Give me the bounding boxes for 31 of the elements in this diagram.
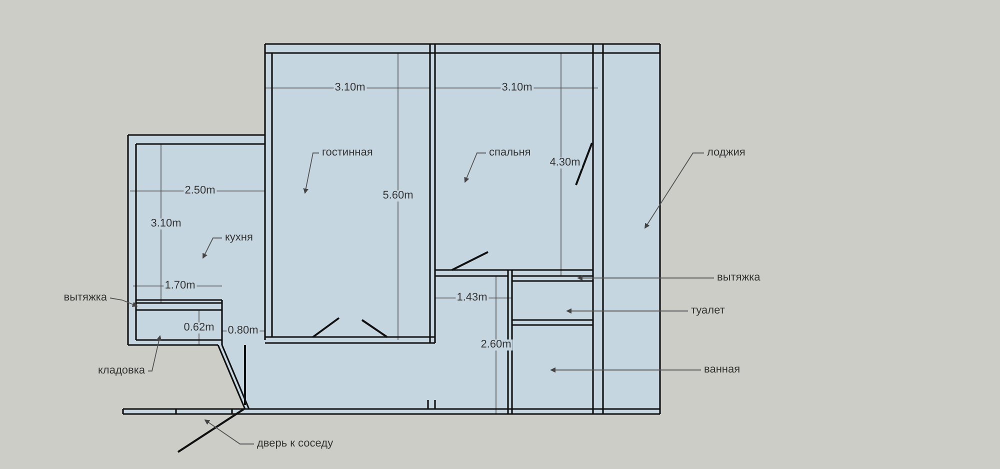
dimension-label: 0.62m bbox=[182, 322, 216, 334]
dimension-label: 2.50m bbox=[184, 186, 216, 196]
dimension-label: 5.60m bbox=[382, 190, 414, 202]
dimension-label: 0.80m bbox=[226, 326, 260, 336]
dimension-label: 3.10m bbox=[150, 218, 182, 230]
room-label: вытяжка bbox=[717, 272, 760, 284]
leader-line bbox=[464, 152, 486, 183]
dimension-label: 4.30m bbox=[548, 158, 582, 168]
dimension-label: 1.43m bbox=[456, 292, 488, 304]
room-label: туалет bbox=[691, 306, 725, 316]
leader-line bbox=[577, 275, 714, 281]
dimension-label: 2.60m bbox=[480, 340, 512, 350]
room-label: дверь к соседу bbox=[257, 438, 334, 450]
leader-line bbox=[202, 238, 222, 259]
leader-line bbox=[303, 152, 320, 194]
leader-line bbox=[644, 152, 704, 229]
room-label: кладовка bbox=[98, 366, 145, 376]
leader-line bbox=[550, 367, 702, 373]
room-label: кухня bbox=[225, 232, 253, 244]
leader-line bbox=[110, 298, 138, 307]
leader-line bbox=[148, 335, 162, 372]
dimension-label: 3.10m bbox=[500, 82, 534, 94]
room-label: гостинная bbox=[322, 148, 373, 158]
leader-line bbox=[204, 420, 254, 444]
leader-line bbox=[566, 308, 688, 314]
dimension-label: 3.10m bbox=[334, 82, 366, 94]
room-label: вытяжка bbox=[64, 292, 107, 304]
room-label: ванная bbox=[704, 364, 740, 376]
room-label: спальня bbox=[489, 148, 531, 158]
dimension-label: 1.70m bbox=[164, 280, 196, 292]
room-label: лоджия bbox=[707, 148, 746, 158]
